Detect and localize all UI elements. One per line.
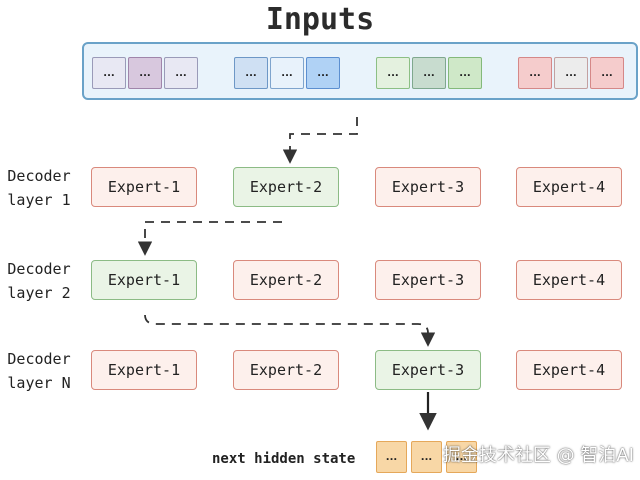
route-arrow-input-to-layer1	[282, 117, 358, 164]
layerN-expert-2: Expert-2	[233, 350, 339, 390]
input-token: ...	[518, 57, 552, 89]
input-token: ...	[306, 57, 340, 89]
layer1-expert-4: Expert-4	[516, 167, 622, 207]
route-arrow-layer1-to-layer2	[137, 221, 282, 256]
layerN-expert-1: Expert-1	[91, 350, 197, 390]
input-token: ...	[128, 57, 162, 89]
layer1-expert-1: Expert-1	[91, 167, 197, 207]
inputs-title: Inputs	[265, 2, 375, 37]
layerN-expert-4: Expert-4	[516, 350, 622, 390]
inputs-container: ... ... ... ... ... ... ... ... ... ... …	[82, 42, 638, 100]
route-arrow-layer2-to-layerN	[144, 314, 436, 347]
layer2-expert-4: Expert-4	[516, 260, 622, 300]
input-token: ...	[376, 57, 410, 89]
input-token: ...	[164, 57, 198, 89]
hidden-state-token: ...	[376, 441, 407, 473]
input-token: ...	[448, 57, 482, 89]
input-token: ...	[270, 57, 304, 89]
input-token: ...	[234, 57, 268, 89]
layer2-expert-1: Expert-1	[91, 260, 197, 300]
layer1-expert-3: Expert-3	[375, 167, 481, 207]
input-token: ...	[412, 57, 446, 89]
layer1-expert-2: Expert-2	[233, 167, 339, 207]
layer2-expert-3: Expert-3	[375, 260, 481, 300]
next-hidden-state-label: next hidden state	[212, 451, 356, 467]
watermark: 掘金技术社区 @ 智泊AI	[442, 445, 634, 466]
input-token: ...	[92, 57, 126, 89]
layerN-expert-3: Expert-3	[375, 350, 481, 390]
layer2-expert-2: Expert-2	[233, 260, 339, 300]
input-token: ...	[590, 57, 624, 89]
hidden-state-token: ...	[411, 441, 442, 473]
hidden-state-token: ...	[446, 441, 477, 473]
input-token: ...	[554, 57, 588, 89]
